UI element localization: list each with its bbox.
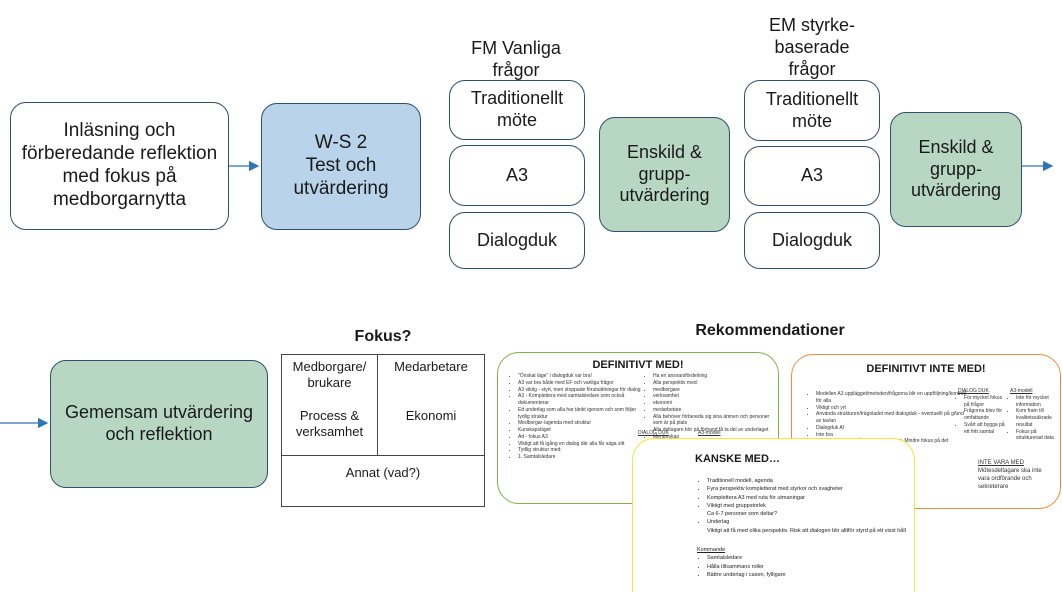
slide-not-col2-item: Inte för mycket information (1016, 395, 1058, 409)
focus-cell-other: Annat (vad?) (345, 465, 421, 480)
slide-definitely-footer-right: A3-modell (698, 430, 721, 436)
slide-not-inte-vara: INTE VARA MED Mötesdeltagare ska inte va… (978, 459, 1053, 491)
slide-definitely-item: Kunskapsläget (518, 427, 648, 434)
slide-not-title-text: DEFINITIVT INTE MED! (866, 363, 986, 375)
recommendations-title: Rekommendationer (695, 322, 845, 339)
joint-evaluation-label: Gemensam utvärdering och reflektion (64, 402, 254, 444)
slide-definitely-item: Alla deltagare bör på förhand få ta del … (653, 427, 778, 434)
slide-definitely-item: Alla behöver förbereda sig sina ämnen oc… (653, 414, 778, 428)
slide-not-col2-item: Fokus på strukturerad data (1016, 429, 1058, 443)
slide-definitely-item: medborgare (653, 387, 778, 394)
focus-title: Fokus? (354, 328, 412, 345)
slide-not-col2-item: Kom fram till kvalitetssäkrade resultat (1016, 408, 1058, 428)
slide-maybe-item-sub: Viktigt att få med olika perspektiv. Ris… (707, 527, 906, 534)
fm-option-a3: A3 (449, 145, 585, 206)
eval-box-1: Enskild & grupp- utvärdering (599, 117, 730, 232)
slide-not-item: Inte bra (816, 432, 966, 439)
slide-definitely-item: Att - fokus A3 (518, 434, 648, 441)
slide-maybe-item: Komplettera A3 med ruta för utmaningar (707, 494, 914, 502)
slide-definitely-footer-left: DIALOG DUK (638, 430, 669, 436)
fm-header: FM Vanliga frågor (471, 38, 561, 80)
focus-cell-employee: Medarbetare (394, 359, 468, 374)
em-option-a3: A3 (744, 146, 880, 206)
start-box-label: Inläsning och förberedande reflektion me… (21, 120, 218, 210)
focus-cell-citizen: Medborgare/ brukare (292, 359, 367, 390)
slide-definitely-item: Tydlig struktur med: (518, 447, 648, 454)
em-header: EM styrke- baserade frågor (768, 15, 855, 79)
em-option-traditional-label: Traditionellt möte (765, 88, 859, 131)
fm-option-dialogduk: Dialogduk (449, 212, 585, 269)
slide-definitely-item: A3 - Komplettera med samtalsledare som o… (518, 393, 648, 407)
slide-maybe-item-sub: Ca 6-7 personer som deltar? (707, 511, 778, 517)
slide-definitely-item: 1. Samtalsledare (518, 454, 648, 461)
slide-definitely-title: DEFINITIVT MED! (592, 359, 684, 371)
slide-definitely-item: Alla perspektiv med: (653, 380, 778, 387)
slide-definitely-item: Viktigt att få igång en dialog där alla … (518, 441, 648, 448)
eval-box-2-label: Enskild & grupp- utvärdering (910, 137, 1002, 201)
ws2-test-box: W-S 2 Test och utvärdering (261, 103, 421, 230)
slide-maybe-item: Underlag (707, 518, 914, 526)
slide-not-col2-title: A3-modell (1010, 388, 1033, 394)
slide-maybe-kommande-item: Samtalsledare (707, 554, 897, 562)
slide-not-inte-vara-text: Mötesdeltagare ska inte vara ordförande … (978, 468, 1042, 491)
slide-not-item: Viktigt och yrt (816, 405, 966, 412)
slide-not-item: Modellen A3 upplägget/metoden/frågorna b… (816, 391, 966, 405)
focus-grid: Medborgare/ brukare Medarbetare Process … (281, 354, 485, 507)
slide-definitely-item: A3 viktig - styrt, men stoppade förutsät… (518, 387, 648, 394)
slide-definitely-item: A3 var bra både med EF och vanliga frågo… (518, 380, 648, 387)
eval-box-2: Enskild & grupp- utvärdering (890, 112, 1022, 227)
em-option-dialogduk: Dialogduk (744, 212, 880, 269)
slide-maybe: KANSKE MED… Traditionell modell, agendaF… (632, 438, 915, 592)
joint-evaluation-box: Gemensam utvärdering och reflektion (50, 360, 268, 488)
slide-not-title: DEFINITIVT INTE MED! (792, 363, 1060, 375)
slide-maybe-kommande-title: Kommande (697, 547, 726, 553)
fm-option-traditional-label: Traditionellt möte (470, 88, 564, 130)
eval-box-1-label: Enskild & grupp- utvärdering (619, 142, 710, 206)
slide-not-col1-item: Svårt att bygga på ett fritt samtal (964, 422, 1008, 436)
slide-definitely-item: Medborgar-/agenda med struktur (518, 420, 648, 427)
em-option-dialogduk-label: Dialogduk (771, 229, 853, 250)
slide-definitely-item: verksamhet (653, 393, 778, 400)
slide-definitely-item: Ha en ansvarsfördelning (653, 373, 778, 380)
fm-option-traditional: Traditionellt möte (449, 80, 585, 140)
slide-definitely-item: medarbetare (653, 407, 778, 414)
fm-option-dialogduk-label: Dialogduk (476, 229, 558, 250)
slide-definitely-item: "Önskat läge" i dialogduk var bra! (518, 373, 648, 380)
ws2-box-label: W-S 2 Test och utvärdering (293, 132, 389, 199)
slide-maybe-kommande-item: Bättre underlag i casen, fylligare (707, 571, 897, 579)
fm-option-a3-label: A3 (505, 164, 529, 185)
focus-cell-process: Process & verksamhet (295, 408, 364, 439)
slide-not-inte-vara-title: INTE VARA MED (978, 460, 1024, 466)
slide-maybe-kommande-item: Hålla tillsammans roller (707, 563, 897, 571)
start-box: Inläsning och förberedande reflektion me… (10, 102, 229, 230)
em-option-a3-label: A3 (800, 165, 824, 186)
slide-maybe-item: Fyra perspektiv kompletterat med styrkor… (707, 485, 914, 493)
slide-not-item: Dialogduk AI (816, 425, 966, 432)
slide-not-col1-item: För mycket fokus på frågor (964, 395, 1008, 409)
em-option-traditional: Traditionellt möte (744, 80, 880, 141)
slide-not-item: Använda strukturen/trägoladet med dialog… (816, 411, 966, 425)
slide-maybe-list: Traditionell modell, agendaFyra perspekt… (697, 477, 914, 535)
slide-not-col1-title: DIALOG DUK (958, 388, 989, 394)
slide-not-col2: A3-modell Inte för mycket informationKom… (1010, 388, 1058, 442)
slide-definitely-item: Mentorskap (653, 434, 778, 441)
slide-maybe-kommande: Kommande SamtalsledareHålla tillsammans … (697, 546, 897, 579)
slide-definitely-item: ekonomi (653, 400, 778, 407)
slide-maybe-item: Viktigt med gruppstorlek (707, 502, 914, 510)
slide-definitely-item: Ett underlag som alla har tänkt igenom o… (518, 407, 648, 421)
slide-not-list: Modellen A3 upplägget/metoden/frågorna b… (806, 391, 966, 445)
slide-maybe-item: Traditionell modell, agenda (707, 477, 914, 485)
slide-not-col1: DIALOG DUK För mycket fokus på frågorFrå… (958, 388, 1008, 435)
slide-maybe-title: KANSKE MED… (695, 453, 780, 465)
slide-definitely-left-list: "Önskat läge" i dialogduk var bra!A3 var… (508, 373, 648, 461)
focus-cell-economy: Ekonomi (405, 408, 457, 423)
slide-not-col1-item: Frågorna blev för omfattande (964, 408, 1008, 422)
slide-definitely: DEFINITIVT MED! "Önskat läge" i dialogdu… (497, 352, 779, 504)
